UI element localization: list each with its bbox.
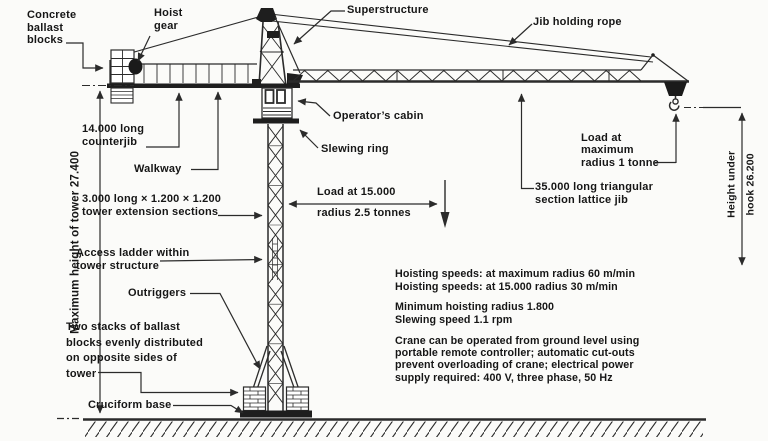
label-concrete-ballast-blocks: Concrete ballast blocks: [27, 9, 77, 47]
label-operators-cabin: Operator’s cabin: [333, 110, 424, 122]
label-jib-holding-rope: Jib holding rope: [533, 16, 622, 28]
label-counterjib: 14.000 long counterjib: [82, 123, 145, 149]
label-cruciform-base: Cruciform base: [88, 399, 172, 411]
dimension-height-under-hook: [684, 106, 746, 266]
label-height-under-hook-line1: Height under: [725, 150, 738, 218]
label-max-height-of-tower: Maximum height of tower 27.400: [69, 150, 82, 334]
leader-lines: [66, 10, 534, 414]
label-walkway: Walkway: [134, 163, 182, 175]
label-outriggers: Outriggers: [128, 287, 187, 299]
label-ballast-stacks: Two stacks of ballast blocks evenly dist…: [66, 321, 204, 380]
specs-operation-notes: Crane can be operated from ground level …: [395, 335, 640, 384]
label-load-max-radius: Load at maximum radius 1 tonne: [581, 132, 659, 169]
base-ballast-stacks: [242, 386, 310, 412]
operators-cabin: [261, 87, 293, 119]
lattice-jib: [288, 53, 689, 83]
label-tower-extension-sections: 3.000 long × 1.200 × 1.200 tower extensi…: [82, 193, 222, 219]
label-slewing-ring: Slewing ring: [321, 143, 389, 155]
hook-icon: [664, 82, 687, 111]
jib-holding-ropes: [112, 13, 654, 63]
dimension-load-15000: [288, 180, 450, 228]
label-hoist-gear: Hoist gear: [154, 7, 183, 32]
label-superstructure: Superstructure: [347, 4, 429, 16]
cruciform-base-beam: [240, 410, 312, 418]
specs-hoisting-speeds: Hoisting speeds: at maximum radius 60 m/…: [395, 268, 636, 293]
dimension-max-height: [82, 85, 134, 414]
label-access-ladder: Access ladder within tower structure: [76, 247, 190, 273]
label-height-under-hook-line2: hook 26.200: [744, 153, 757, 216]
specs-radius-slewing: Minimum hoisting radius 1.800 Slewing sp…: [395, 301, 555, 326]
ground: [57, 417, 706, 437]
tower-mast: [267, 124, 284, 411]
slewing-ring-band: [253, 118, 299, 124]
ballast-blocks-counterjib: [110, 49, 135, 104]
label-load-15000-line1: Load at 15.000: [317, 186, 396, 198]
hoist-gear-unit: [128, 58, 143, 75]
superstructure-frame: [252, 8, 303, 87]
label-lattice-jib: 35.000 long triangular section lattice j…: [535, 181, 654, 207]
label-load-15000-line2: radius 2.5 tonnes: [317, 207, 411, 219]
load-max-radius-pointer: [655, 113, 680, 164]
